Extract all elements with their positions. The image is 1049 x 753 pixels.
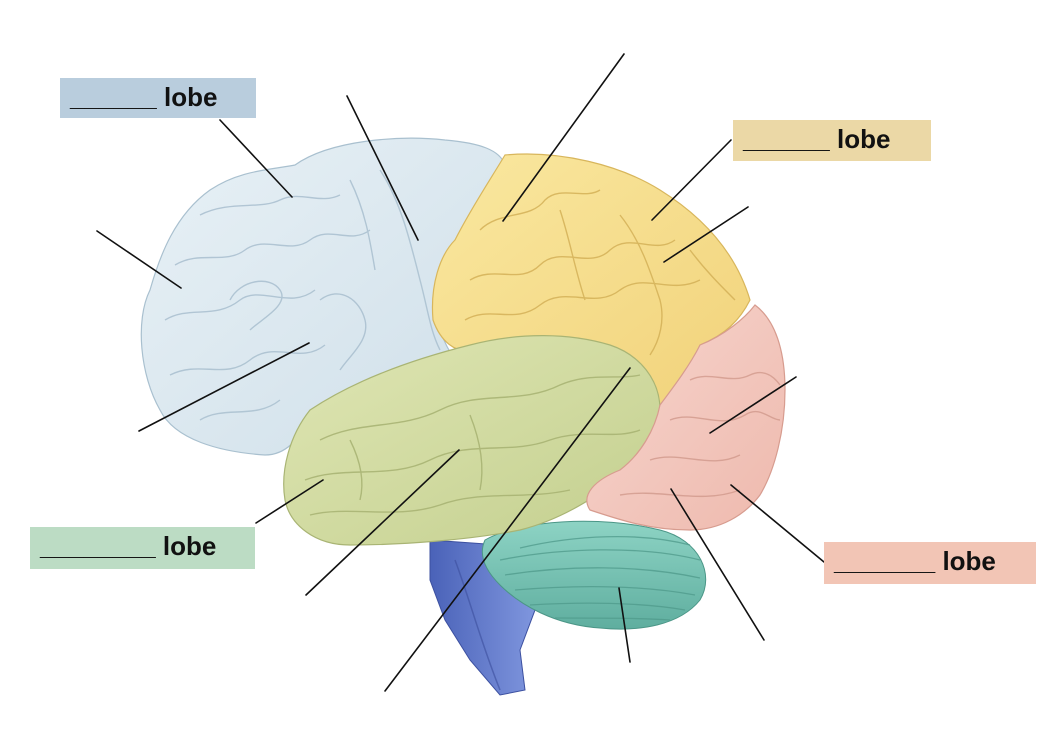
frontal-lobe-label-text: ______ lobe: [70, 82, 218, 112]
leader-line-temporal: [255, 479, 324, 524]
leader-line-lateral-sulcus: [384, 367, 631, 692]
frontal-lobe-label: ______ lobe: [60, 78, 256, 118]
parietal-lobe-label-text: ______ lobe: [743, 124, 891, 154]
leader-line-frontal-inner: [138, 342, 310, 432]
temporal-lobe-label-text: ________ lobe: [40, 531, 217, 561]
cerebellum-folia: [499, 535, 701, 621]
leader-lines: [96, 53, 825, 692]
leader-line-frontal-pole: [96, 230, 182, 289]
leader-line-cerebellum: [618, 587, 631, 663]
temporal-lobe-gyri: [304, 374, 641, 516]
occipital-lobe-gyri: [619, 371, 781, 498]
parietal-lobe-gyri: [464, 189, 736, 356]
leader-line-parietal: [651, 139, 732, 221]
leader-line-central: [502, 53, 625, 222]
leader-line-occipital-inner: [709, 376, 797, 434]
frontal-lobe-gyri: [164, 169, 441, 421]
occipital-lobe-label-text: _______ lobe: [834, 546, 996, 576]
leader-line-occipital: [730, 484, 825, 563]
cerebellum-region: [481, 520, 707, 630]
occipital-lobe-label: _______ lobe: [824, 542, 1036, 584]
leader-line-temporal-inner: [305, 449, 460, 596]
temporal-lobe-label: ________ lobe: [30, 527, 255, 569]
parietal-lobe-label: ______ lobe: [733, 120, 931, 161]
leader-line-occipital-lower: [670, 488, 765, 641]
leader-line-parietal-2: [663, 206, 749, 263]
brainstem-ridge: [454, 559, 501, 691]
leader-line-frontal: [219, 119, 293, 198]
leader-line-precentral: [346, 95, 419, 241]
